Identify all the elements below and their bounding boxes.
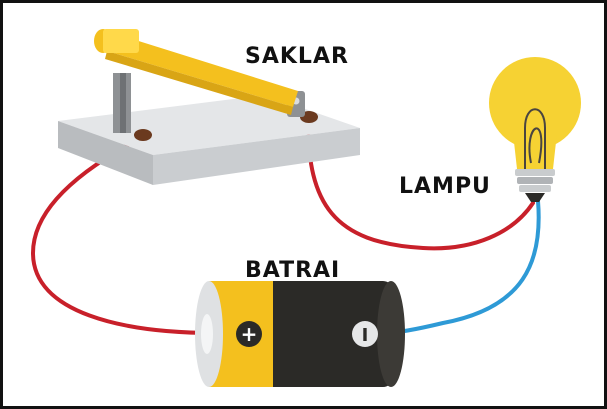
switch-terminal-left <box>134 129 152 141</box>
battery: + I <box>195 281 405 387</box>
bulb-base-ring-3 <box>519 185 551 192</box>
wire-switch-to-battery <box>30 135 217 335</box>
light-bulb <box>489 57 581 202</box>
battery-positive-symbol: + <box>241 322 258 346</box>
switch-handle-grip <box>103 29 139 53</box>
battery-negative-icon <box>352 321 378 347</box>
switch-lever <box>107 33 298 107</box>
bulb-contact <box>525 193 545 202</box>
bulb-neck <box>513 133 557 169</box>
bulb-filament <box>524 108 546 169</box>
switch-clip-inner <box>120 73 126 133</box>
knife-switch <box>58 29 360 185</box>
wire-switch-to-lamp <box>306 119 535 251</box>
bulb-base-ring-1 <box>515 169 555 176</box>
switch-lever-shade <box>105 51 293 115</box>
battery-nub <box>201 314 213 354</box>
bulb-base-ring-2 <box>517 177 553 184</box>
label-battery: BATRAI <box>245 258 340 283</box>
battery-negative-symbol: I <box>362 325 369 346</box>
circuit-svg: + I SAKLAR LAMPU BATRAI <box>30 29 581 387</box>
switch-base-front <box>58 121 153 185</box>
bulb-glass <box>489 57 581 149</box>
switch-base-side <box>153 128 360 185</box>
label-lamp: LAMPU <box>399 174 491 199</box>
battery-end-negative <box>377 281 405 387</box>
battery-body <box>253 281 393 387</box>
battery-positive-icon <box>236 321 262 347</box>
label-switch: SAKLAR <box>245 44 349 69</box>
